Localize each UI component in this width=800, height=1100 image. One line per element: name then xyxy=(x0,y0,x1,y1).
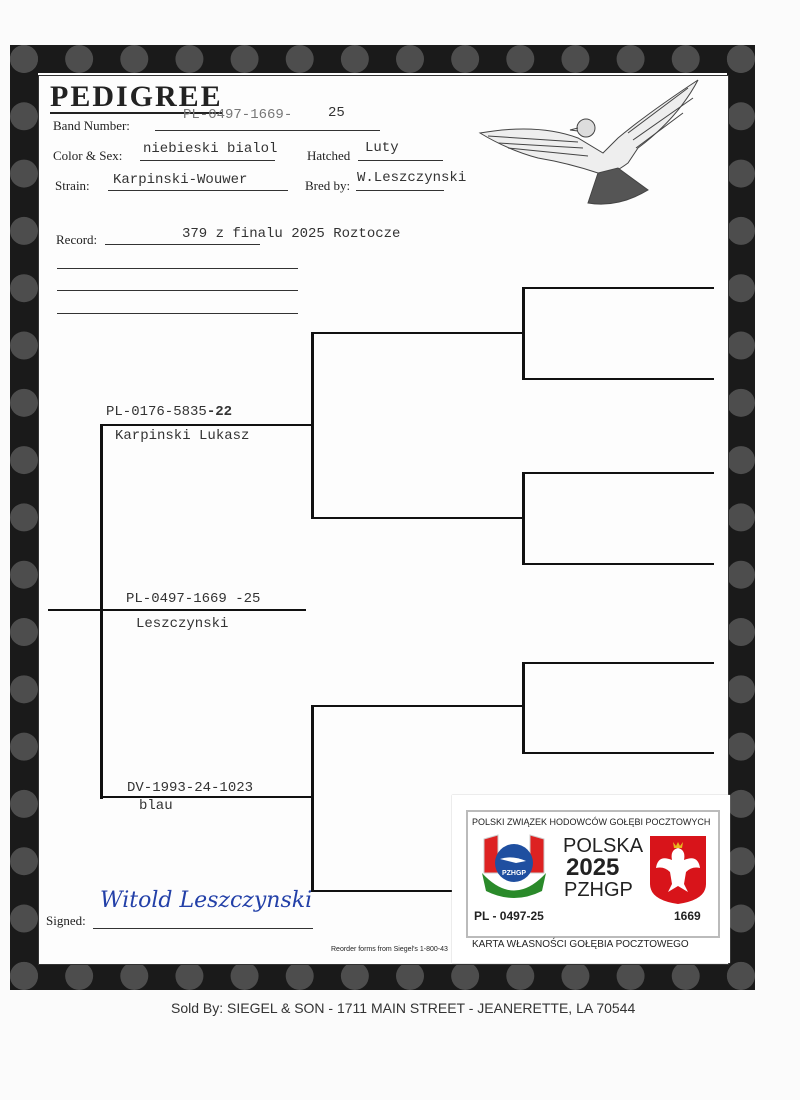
subject-line xyxy=(102,609,306,611)
gen3-line xyxy=(524,378,714,380)
gen1-connector xyxy=(100,424,103,799)
subject-stub-line xyxy=(48,609,102,611)
sire-year: -22 xyxy=(206,404,233,420)
card-frame xyxy=(466,810,720,938)
gen3-line xyxy=(524,472,714,474)
record-line xyxy=(57,313,298,314)
signature-line xyxy=(93,928,313,929)
sire-band-number: PL-0176-5835 xyxy=(106,404,207,420)
band-label: Band Number: xyxy=(53,118,130,133)
gen2-connector xyxy=(311,332,314,519)
dam-band: DV-1993-24-1023 xyxy=(127,780,254,796)
dam-name: blau xyxy=(139,798,173,814)
hatched-value: Luty xyxy=(365,140,399,156)
card-line1: POLSKA xyxy=(563,835,644,857)
gen3-line xyxy=(524,563,714,565)
polish-eagle-emblem-icon xyxy=(650,836,706,904)
sd-line xyxy=(313,517,523,519)
subject-band: PL-0497-1669 -25 xyxy=(126,591,260,607)
bred-underline xyxy=(356,190,444,191)
record-underline xyxy=(105,244,260,245)
strain-value: Karpinski-Wouwer xyxy=(113,172,248,188)
card-footer: KARTA WŁASNOŚCI GOŁĘBIA POCZTOWEGO xyxy=(472,939,689,950)
color-label: Color & Sex: xyxy=(53,148,123,163)
color-underline xyxy=(140,160,275,161)
band-underline xyxy=(155,130,380,131)
ownership-card: POLSKI ZWIĄZEK HODOWCÓW GOŁĘBI POCZTOWYC… xyxy=(452,795,730,963)
record-line xyxy=(57,290,298,291)
sire-band: PL-0176-5835-22 xyxy=(106,404,232,420)
strain-underline xyxy=(108,190,288,191)
band-year: 25 xyxy=(328,105,345,121)
subject-name: Leszczynski xyxy=(136,616,229,632)
gen3-connector xyxy=(522,287,525,380)
signature: Witold Leszczynski xyxy=(100,888,313,913)
ss-line xyxy=(313,332,523,334)
reorder-note: Reorder forms from Siegel's 1-800-43 xyxy=(331,946,448,953)
gen3-line xyxy=(524,662,714,664)
record-value: 379 z finalu 2025 Roztocze xyxy=(182,226,401,242)
gen3-line xyxy=(524,287,714,289)
signed-label: Signed: xyxy=(46,913,86,928)
svg-text:PZHGP: PZHGP xyxy=(502,870,526,877)
record-line xyxy=(57,268,298,269)
strain-label: Strain: xyxy=(55,178,90,193)
color-value: niebieski bialol xyxy=(143,141,278,157)
card-line3: PZHGP xyxy=(564,879,633,901)
card-header: POLSKI ZWIĄZEK HODOWCÓW GOŁĘBI POCZTOWYC… xyxy=(472,817,711,827)
gen3-line xyxy=(524,752,714,754)
hatched-label: Hatched xyxy=(307,148,351,163)
sire-name: Karpinski Lukasz xyxy=(115,428,250,444)
ds-line xyxy=(313,705,523,707)
band-value: PL-0497-1669- xyxy=(183,107,293,123)
subject-band-number: PL-0497-1669 xyxy=(126,591,227,607)
gen3-connector xyxy=(522,662,525,754)
bred-value: W.Leszczynski xyxy=(357,170,467,186)
sire-line xyxy=(102,424,313,426)
footer-sold-by: Sold By: SIEGEL & SON - 1711 MAIN STREET… xyxy=(171,1000,636,1016)
pedigree-title: PEDIGREE xyxy=(50,80,223,114)
dove-icon xyxy=(478,79,699,205)
card-number: 1669 xyxy=(674,909,701,923)
record-label: Record: xyxy=(56,232,98,247)
dam-line xyxy=(102,796,313,798)
dd-line xyxy=(313,890,453,892)
gen3-connector xyxy=(522,472,525,565)
card-band: PL - 0497-25 xyxy=(474,909,544,923)
hatched-underline xyxy=(358,160,443,161)
subject-year: -25 xyxy=(235,591,261,607)
bred-label: Bred by: xyxy=(305,178,351,193)
gen2-connector xyxy=(311,705,314,892)
pzhgp-logo-icon: PZHGP xyxy=(482,834,546,898)
card-year: 2025 xyxy=(566,854,620,881)
